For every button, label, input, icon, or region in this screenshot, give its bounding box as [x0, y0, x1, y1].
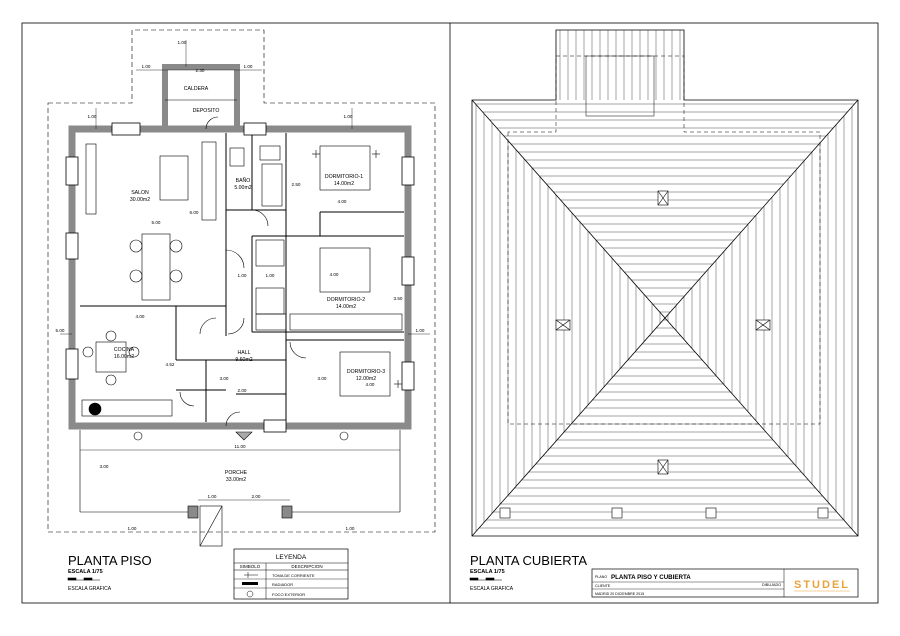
roof-scale: ESCALA 1/75 — [470, 569, 505, 575]
legend-col-symbol: SIMBOLO — [240, 564, 261, 569]
room-porche-area: 33.00m2 — [226, 477, 246, 483]
dim-100-mid2: 1.00 — [266, 273, 275, 278]
dim-salon-h: 6.00 — [190, 210, 199, 215]
dim-top-v: 1.00 — [178, 40, 187, 45]
legend: LEYENDA SIMBOLO DESCRIPCION TOMA DE CORR… — [233, 548, 349, 600]
electrical-symbols — [133, 150, 402, 441]
dim-300-b: 3.00 — [318, 376, 327, 381]
roof-porch-posts — [499, 507, 829, 519]
title-plan-value: PLANTA PISO Y CUBIERTA — [611, 574, 691, 581]
dim-porch-300: 3.00 — [100, 464, 109, 469]
title-date: MADRID 20 DICIEMBRE 2015 — [595, 592, 644, 596]
room-salon-area: 30.00m2 — [130, 197, 150, 203]
dim-salon-w: 5.00 — [152, 220, 161, 225]
room-hall-area: 9.60m2 — [235, 357, 252, 363]
room-dorm3: DORMITORIO-3 — [347, 369, 385, 375]
roof-plan: PLANTA CUBIERTA ESCALA 1/75 ESCALA GRAFI… — [469, 29, 859, 592]
roof-annex-box — [585, 55, 655, 117]
dim-400-b: 4.00 — [330, 272, 339, 277]
windows — [65, 122, 415, 433]
dim-left-500: 5.00 — [56, 328, 65, 333]
dim-452: 4.52 — [166, 362, 175, 367]
room-deposito: DEPOSITO — [193, 108, 220, 114]
room-dorm2: DORMITORIO-2 — [327, 297, 365, 303]
roof-graphic-scale: ESCALA GRAFICA — [470, 586, 514, 592]
room-salon: SALON — [131, 190, 149, 196]
title-block: PLANO PLANTA PISO Y CUBIERTA CLIENTE MAD… — [591, 568, 859, 598]
room-dorm3-area: 12.00m2 — [356, 376, 376, 382]
room-bano: BAÑO — [236, 177, 251, 184]
dim-100-bottom-left: 1.00 — [128, 526, 137, 531]
legend-title: LEYENDA — [276, 554, 307, 561]
dim-side-2: 1.00 — [344, 114, 353, 119]
roof-tile-lines — [475, 30, 855, 532]
dim-100-bottom-right: 1.00 — [346, 526, 355, 531]
title-plan-label: PLANO — [595, 575, 607, 579]
dim-400-a: 4.00 — [338, 199, 347, 204]
room-bano-area: 5.00m2 — [234, 185, 251, 191]
roof-graphic-scale-bar — [469, 577, 502, 581]
roof-wall-line — [507, 55, 821, 425]
roof-outline-dashed — [47, 29, 436, 533]
plan-graphic-scale: ESCALA GRAFICA — [68, 586, 112, 592]
dim-right-100: 1.00 — [416, 328, 425, 333]
plan-graphic-scale-bar — [67, 577, 100, 581]
dim-1100: 11.00 — [234, 444, 246, 449]
dim-300-a: 3.00 — [220, 376, 229, 381]
floor-plan: CALDERA DEPOSITO SALON 30.00m2 BAÑO 5.00… — [47, 29, 436, 600]
room-cocina: COCINA — [114, 347, 135, 353]
doors — [179, 116, 307, 427]
title-client-label: CLIENTE — [595, 584, 611, 588]
room-caldera: CALDERA — [184, 86, 209, 92]
legend-row-2: RADIADOR — [272, 582, 293, 587]
title-drawn-label: DIBUJADO — [762, 583, 781, 587]
dim-200-bottom: 2.00 — [252, 494, 261, 499]
dim-top-1: 1.00 — [142, 64, 151, 69]
dim-side-1: 1.00 — [88, 114, 97, 119]
porch — [79, 430, 401, 547]
dim-100-bottom: 1.00 — [208, 494, 217, 499]
legend-radiator-symbol — [242, 582, 258, 585]
dim-250: 2.50 — [292, 182, 301, 187]
dim-400-c: 4.00 — [366, 382, 375, 387]
room-porche: PORCHE — [225, 470, 248, 476]
legend-row-3: FOCO EXTERIOR — [272, 592, 305, 597]
legend-row-1: TOMA DE CORRIENTE — [272, 573, 315, 578]
dim-400-kitchen: 4.00 — [136, 314, 145, 319]
room-dorm1: DORMITORIO-1 — [325, 174, 363, 180]
roof-hip-2 — [471, 99, 859, 537]
furniture — [81, 141, 403, 417]
room-hall: HALL — [238, 350, 251, 356]
dim-350: 3.50 — [394, 296, 403, 301]
roof-title: PLANTA CUBIERTA — [470, 553, 587, 568]
plan-title: PLANTA PISO — [68, 553, 152, 568]
room-cocina-area: 16.00m2 — [114, 354, 134, 360]
dimension-lines — [60, 40, 430, 501]
studel-logo: STUDEL — [794, 579, 850, 591]
roof-vents — [555, 190, 771, 475]
dim-top-3: 1.00 — [244, 64, 253, 69]
legend-col-description: DESCRIPCION — [291, 564, 322, 569]
room-dorm1-area: 14.00m2 — [334, 181, 354, 187]
dim-200: 2.00 — [238, 388, 247, 393]
dim-top-2: 2.30 — [196, 68, 205, 73]
plan-scale: ESCALA 1/75 — [68, 569, 103, 575]
caldera-walls — [162, 64, 240, 132]
interior-walls — [80, 133, 404, 422]
dim-100-mid: 1.00 — [238, 273, 247, 278]
room-dorm2-area: 14.00m2 — [336, 304, 356, 310]
legend-light-symbol — [246, 590, 254, 598]
